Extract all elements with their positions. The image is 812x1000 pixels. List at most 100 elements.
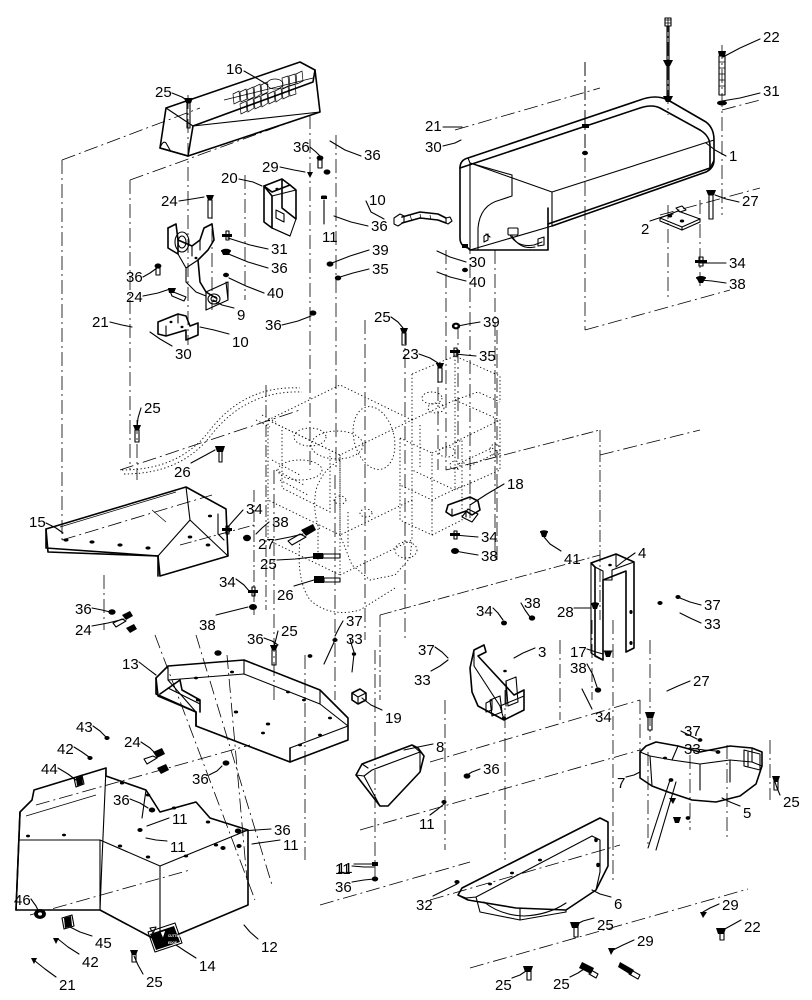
callout-40: 40 (469, 274, 486, 291)
callout-36: 36 (247, 631, 264, 648)
callout-34: 34 (246, 501, 263, 518)
bolt (663, 17, 673, 102)
pin (236, 844, 242, 848)
pin (372, 862, 378, 866)
pin (462, 244, 468, 248)
leader-36 (225, 252, 269, 269)
callout-36: 36 (192, 771, 209, 788)
callout-25: 25 (553, 976, 570, 993)
leader-27 (666, 680, 691, 692)
pin (307, 654, 313, 658)
part-10-link-left (157, 313, 199, 341)
callout-37: 37 (684, 723, 701, 740)
bolt (463, 773, 471, 779)
callout-25: 25 (146, 974, 163, 991)
callout-38: 38 (570, 660, 587, 677)
bolt (222, 760, 230, 766)
callout-20: 20 (221, 170, 238, 187)
callout-35: 35 (372, 261, 389, 278)
bolt (706, 190, 716, 220)
bolt (287, 524, 316, 546)
callout-39: 39 (483, 314, 500, 331)
callout-11: 11 (337, 860, 353, 877)
leader-29 (612, 939, 635, 951)
callout-2: 2 (641, 221, 650, 238)
leader-34 (492, 607, 504, 621)
leader-36 (263, 637, 279, 646)
leader-37 (334, 620, 344, 637)
leader-6 (591, 889, 612, 898)
part-17-washer-stack (603, 650, 613, 657)
callout-27: 27 (258, 536, 275, 553)
callout-11: 11 (172, 811, 188, 828)
bolt (523, 966, 533, 981)
pin (307, 172, 313, 178)
pin (462, 267, 468, 273)
part-14-cutting-edge-decal: CUTTING EDGE (147, 922, 183, 953)
callout-37: 37 (346, 613, 363, 630)
callout-3: 3 (538, 644, 547, 661)
leader-40 (436, 271, 467, 282)
leader-25 (133, 955, 144, 975)
leader-21 (109, 321, 133, 328)
callout-6: 6 (614, 896, 623, 913)
callout-27: 27 (693, 673, 710, 690)
callout-40: 40 (267, 285, 284, 302)
callout-8: 8 (436, 739, 445, 756)
bolt (234, 828, 242, 834)
leader-26 (293, 579, 315, 587)
pin (220, 846, 226, 850)
nut (540, 530, 548, 537)
leader-25 (574, 917, 595, 926)
bolt (112, 611, 133, 628)
pin (351, 652, 357, 673)
bolt (323, 169, 331, 175)
callout-25: 25 (260, 556, 277, 573)
callout-30: 30 (175, 346, 192, 363)
callout-13: 13 (122, 656, 139, 673)
leader-36 (333, 215, 369, 227)
leader-42 (73, 746, 90, 758)
callout-38: 38 (272, 514, 289, 531)
callout-23: 23 (402, 346, 419, 363)
leader-34 (454, 534, 479, 538)
nut (243, 534, 251, 542)
callout-29: 29 (722, 897, 739, 914)
callout-21: 21 (92, 314, 109, 331)
leader-44 (57, 767, 77, 781)
callout-33: 33 (414, 672, 431, 689)
callout-45: 45 (95, 935, 112, 952)
washer (695, 256, 707, 267)
part-1-hood-cover (459, 96, 715, 251)
leader-11 (429, 803, 445, 816)
leader-25 (774, 781, 781, 796)
leader-36 (466, 768, 481, 776)
leader-7 (625, 771, 641, 778)
callout-34: 34 (219, 574, 236, 591)
leader-11 (251, 839, 281, 845)
leader-25 (390, 316, 404, 329)
leader-37 (680, 730, 698, 740)
leader-34 (235, 578, 251, 593)
leader-43 (92, 725, 107, 738)
leader-42 (57, 938, 80, 955)
leader-11 (351, 865, 375, 868)
part-20-bracket (263, 178, 297, 237)
leader-36 (91, 607, 111, 613)
leader-24 (91, 618, 125, 627)
leader-36 (142, 267, 158, 278)
pin (454, 880, 460, 884)
leader-37 (434, 646, 449, 659)
leader-36 (351, 878, 375, 883)
pin (715, 750, 721, 754)
leader-39 (457, 321, 481, 327)
callout-24: 24 (126, 289, 143, 306)
leader-1 (705, 142, 727, 157)
callout-36: 36 (271, 260, 288, 277)
callout-36: 36 (483, 761, 500, 778)
callout-16: 16 (226, 61, 243, 78)
bolt (371, 876, 379, 882)
leader-13 (138, 661, 157, 676)
leader-15 (45, 522, 64, 534)
callout-26: 26 (277, 587, 294, 604)
